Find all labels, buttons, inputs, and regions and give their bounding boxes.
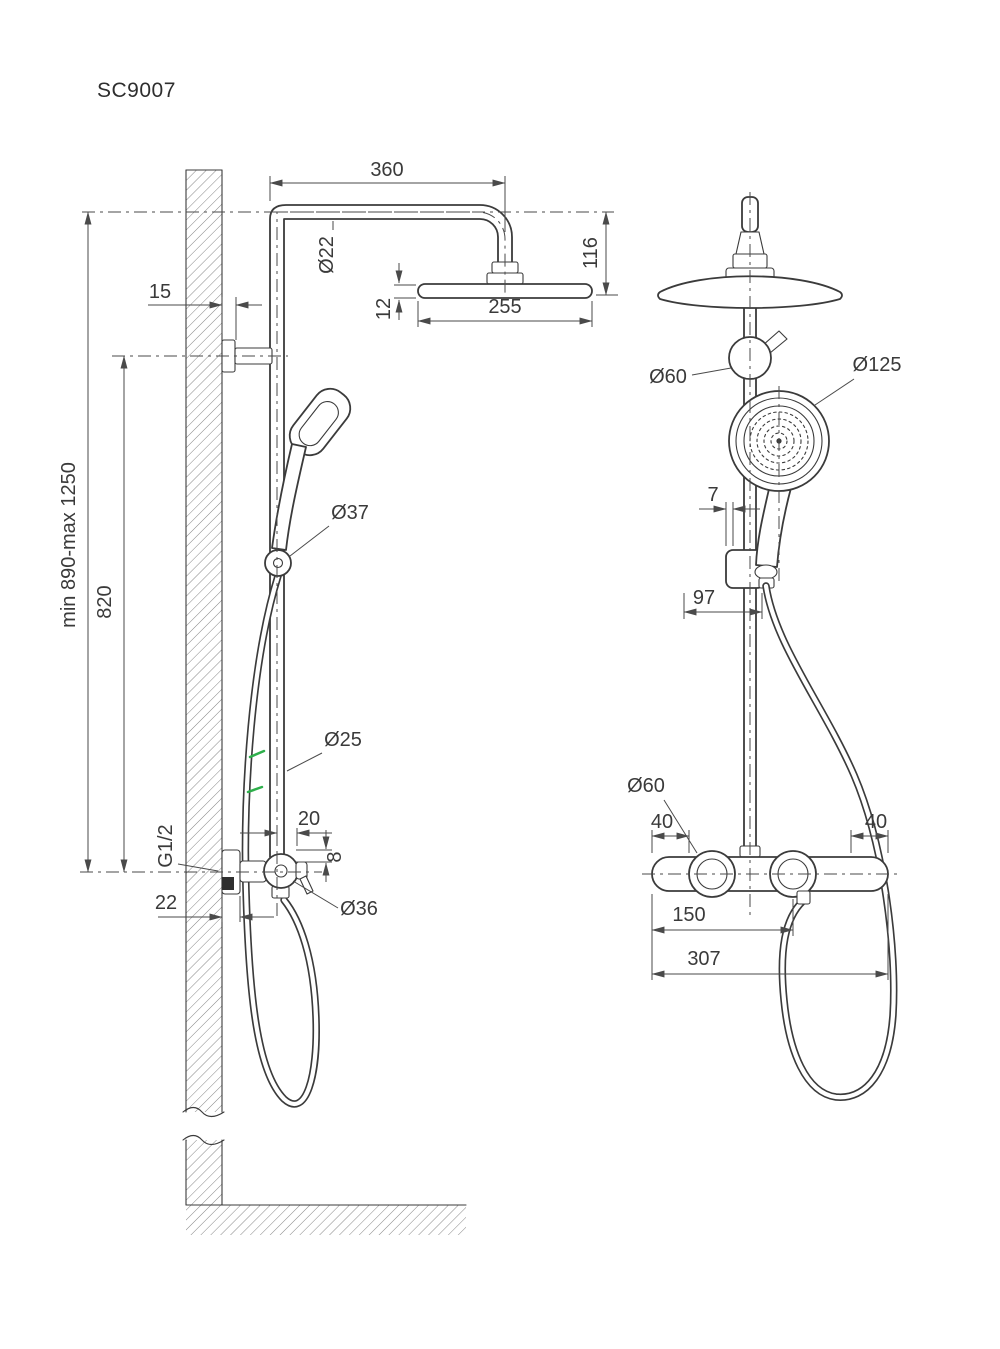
dim-40l-ext	[651, 830, 690, 853]
dim-dia36-leader	[292, 880, 339, 909]
pipe-centerline	[276, 211, 506, 916]
dim-12-label: 12	[373, 298, 395, 320]
side-centerlines	[80, 211, 614, 916]
wall-break-line-top	[182, 1106, 225, 1118]
wall-inlet-block	[222, 877, 234, 890]
wall-break-line-bottom	[182, 1134, 225, 1146]
hose-inner	[243, 573, 319, 1107]
side-dimensions: 360 Ø22 116 12 255 15 min 890-ma	[58, 159, 618, 922]
dim-12-ext	[394, 284, 416, 299]
dim-minmax-label: min 890-max 1250	[58, 462, 80, 628]
front-view: Ø60 Ø125 7 97 Ø60 40 40	[627, 192, 901, 1101]
dim-g12-leader	[177, 863, 219, 872]
rain-head-disc-front	[657, 275, 843, 309]
floor-hatch	[186, 1205, 466, 1235]
hand-shower-side	[271, 387, 352, 551]
dim-dia125-leader	[814, 378, 855, 406]
mixer-knob-side	[263, 853, 299, 889]
front-dimensions: Ø60 Ø125 7 97 Ø60 40 40	[627, 354, 901, 980]
dim-97-label: 97	[693, 587, 715, 609]
hand-shower-handle-front	[755, 487, 792, 568]
hand-shower-head-detail	[298, 400, 339, 447]
mixer-lever	[299, 875, 314, 895]
dim-820-label: 820	[94, 585, 116, 618]
hose-front-inner	[763, 583, 896, 1100]
dim-116-label: 116	[580, 237, 602, 269]
dim-dia60-top-label: Ø60	[649, 366, 687, 388]
handle-end-cap	[754, 564, 778, 580]
wall-section	[182, 169, 467, 1235]
dim-40r-label: 40	[865, 811, 887, 833]
dim-15-label: 15	[149, 281, 171, 303]
green-tick-1	[248, 749, 266, 759]
wall-hatch-upper	[186, 170, 222, 1112]
dim-dia22-label: Ø22	[316, 236, 338, 274]
dim-15-ext	[221, 297, 237, 340]
dim-7-ext	[725, 502, 734, 546]
dim-g12-label: G1/2	[155, 824, 177, 867]
dim-7-label: 7	[707, 484, 718, 506]
dim-360-label: 360	[370, 159, 403, 181]
holder-ring	[264, 549, 292, 577]
dim-307-label: 307	[687, 948, 720, 970]
mixer-side	[221, 849, 314, 899]
hose-outlet-front	[796, 890, 811, 905]
dim-40r-ext	[850, 830, 889, 853]
green-tick-2	[246, 785, 264, 794]
dim-255-label: 255	[488, 296, 521, 318]
green-marks	[246, 749, 266, 794]
rain-head-front	[657, 196, 843, 309]
shower-hose-side	[241, 572, 320, 1108]
hand-shower-handle	[271, 443, 307, 551]
dim-dia25-leader	[286, 752, 323, 772]
dim-dia37-label: Ø37	[331, 502, 369, 524]
dim-20-label: 20	[298, 808, 320, 830]
model-code: SC9007	[97, 79, 176, 102]
diverter	[728, 330, 788, 380]
dim-150-label: 150	[672, 904, 705, 926]
hand-shower-holder	[264, 549, 292, 577]
mixer-front	[651, 845, 889, 905]
side-view: 360 Ø22 116 12 255 15 min 890-ma	[58, 159, 618, 1235]
dim-40l-label: 40	[651, 811, 673, 833]
dim-8-label: 8	[324, 851, 346, 862]
column-inner-line	[283, 218, 499, 858]
dim-dia60-bottom-leader	[663, 799, 698, 854]
dim-360-ext	[269, 176, 506, 232]
shower-hose-front	[762, 582, 898, 1101]
wall-hatch-lower	[186, 1140, 222, 1205]
dim-dia60-bottom-label: Ø60	[627, 775, 665, 797]
mixer-knob-center	[274, 864, 288, 878]
dim-dia125-label: Ø125	[853, 354, 902, 376]
dim-8-ext	[296, 849, 332, 863]
dim-22-ext	[221, 896, 241, 922]
dim-dia37-leader	[289, 525, 330, 557]
dim-dia25-label: Ø25	[324, 729, 362, 751]
dim-dia60-top-leader	[691, 367, 732, 376]
dim-dia36-label: Ø36	[340, 898, 378, 920]
front-centerlines	[642, 192, 898, 916]
holder-pin	[272, 557, 284, 569]
dim-22-label: 22	[155, 892, 177, 914]
